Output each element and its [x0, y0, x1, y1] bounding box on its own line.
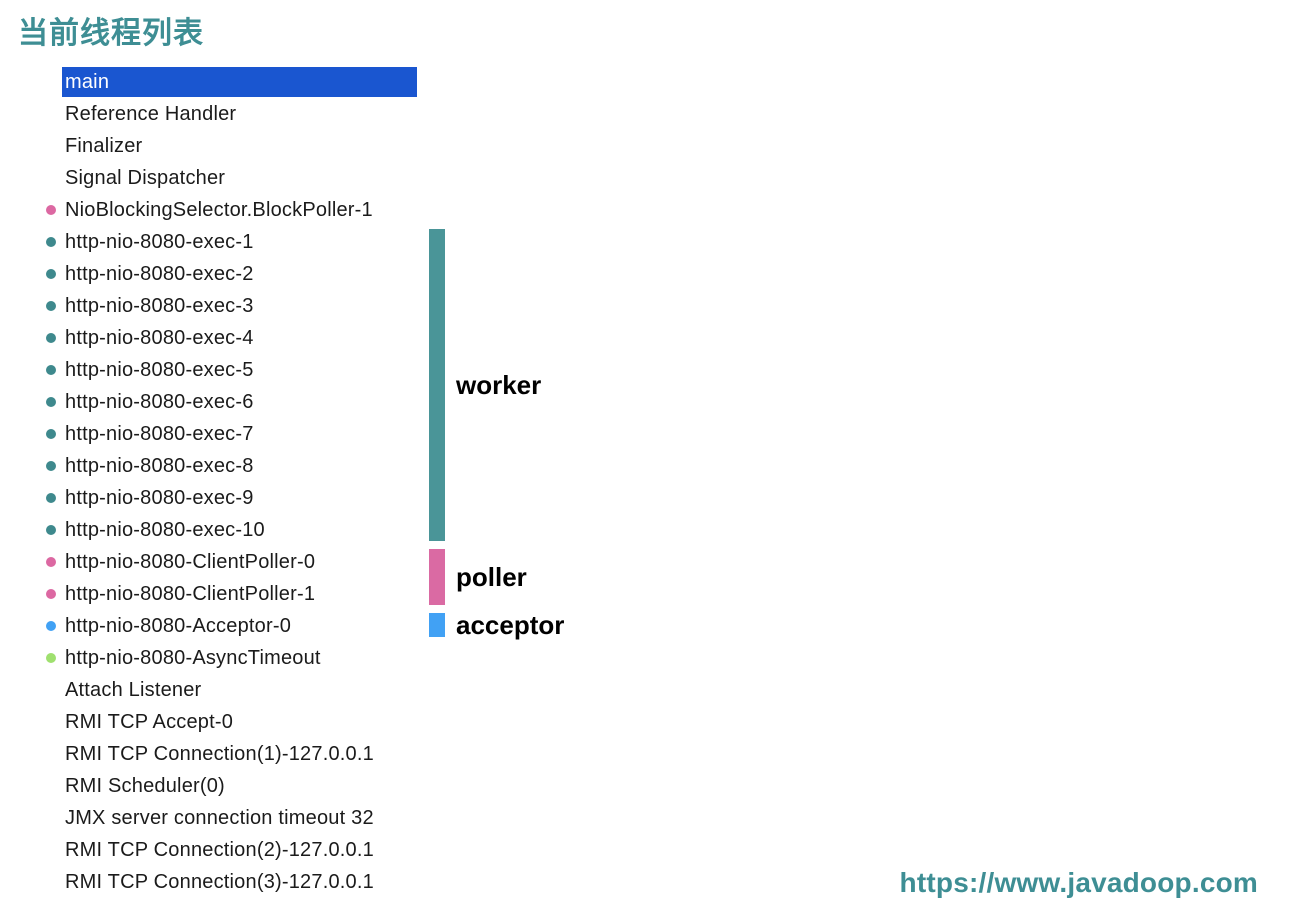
blue-status-dot-icon [46, 621, 56, 631]
thread-name: Attach Listener [65, 679, 202, 701]
teal-status-dot-icon [46, 461, 56, 471]
thread-row[interactable]: http-nio-8080-Acceptor-0 [0, 610, 700, 642]
thread-row[interactable]: http-nio-8080-exec-9 [0, 482, 700, 514]
thread-name: http-nio-8080-Acceptor-0 [65, 615, 292, 637]
thread-row[interactable]: RMI TCP Accept-0 [0, 706, 700, 738]
pink-status-dot-icon [46, 557, 56, 567]
thread-row[interactable]: Finalizer [0, 130, 700, 162]
teal-status-dot-icon [46, 493, 56, 503]
thread-name: http-nio-8080-exec-6 [65, 391, 254, 413]
poller-group-label: poller [456, 562, 527, 592]
thread-row[interactable]: RMI Scheduler(0) [0, 770, 700, 802]
thread-name: http-nio-8080-ClientPoller-1 [65, 583, 316, 605]
thread-name: http-nio-8080-exec-1 [65, 231, 254, 253]
page-title: 当前线程列表 [18, 17, 204, 50]
thread-name: http-nio-8080-exec-5 [65, 359, 254, 381]
thread-row[interactable]: Signal Dispatcher [0, 162, 700, 194]
thread-name: http-nio-8080-exec-8 [65, 455, 254, 477]
thread-row[interactable]: http-nio-8080-exec-4 [0, 322, 700, 354]
thread-name: RMI TCP Accept-0 [65, 711, 234, 733]
thread-row[interactable]: NioBlockingSelector.BlockPoller-1 [0, 194, 700, 226]
teal-status-dot-icon [46, 525, 56, 535]
thread-row[interactable]: JMX server connection timeout 32 [0, 802, 700, 834]
teal-status-dot-icon [46, 237, 56, 247]
worker-group-bar [429, 229, 445, 541]
teal-status-dot-icon [46, 333, 56, 343]
teal-status-dot-icon [46, 365, 56, 375]
acceptor-group-label: acceptor [456, 610, 565, 640]
thread-name: http-nio-8080-exec-3 [65, 295, 254, 317]
teal-status-dot-icon [46, 269, 56, 279]
thread-row[interactable]: http-nio-8080-exec-2 [0, 258, 700, 290]
thread-name: RMI Scheduler(0) [65, 775, 225, 797]
thread-name: http-nio-8080-AsyncTimeout [65, 647, 321, 669]
thread-row[interactable]: main [0, 66, 700, 98]
thread-row[interactable]: http-nio-8080-AsyncTimeout [0, 642, 700, 674]
thread-row[interactable]: http-nio-8080-exec-6 [0, 386, 700, 418]
thread-name: http-nio-8080-exec-10 [65, 519, 265, 541]
poller-group-bar [429, 549, 445, 605]
thread-name: NioBlockingSelector.BlockPoller-1 [65, 199, 373, 221]
thread-name: http-nio-8080-ClientPoller-0 [65, 551, 316, 573]
green-status-dot-icon [46, 653, 56, 663]
teal-status-dot-icon [46, 397, 56, 407]
worker-group-label: worker [456, 370, 542, 400]
thread-row[interactable]: RMI TCP Connection(3)-127.0.0.1 [0, 866, 700, 898]
thread-row[interactable]: http-nio-8080-exec-1 [0, 226, 700, 258]
watermark-link[interactable]: https://www.javadoop.com [899, 867, 1258, 898]
thread-name: Finalizer [65, 135, 143, 157]
thread-row[interactable]: Attach Listener [0, 674, 700, 706]
thread-name: Signal Dispatcher [65, 167, 226, 189]
thread-row[interactable]: http-nio-8080-exec-3 [0, 290, 700, 322]
teal-status-dot-icon [46, 301, 56, 311]
thread-name: JMX server connection timeout 32 [65, 807, 374, 829]
thread-row[interactable]: RMI TCP Connection(1)-127.0.0.1 [0, 738, 700, 770]
thread-name: RMI TCP Connection(3)-127.0.0.1 [65, 871, 374, 893]
acceptor-group-bar [429, 613, 445, 637]
thread-row[interactable]: http-nio-8080-exec-5 [0, 354, 700, 386]
thread-row[interactable]: http-nio-8080-exec-7 [0, 418, 700, 450]
thread-row[interactable]: http-nio-8080-exec-8 [0, 450, 700, 482]
thread-name: RMI TCP Connection(1)-127.0.0.1 [65, 743, 374, 765]
pink-status-dot-icon [46, 589, 56, 599]
thread-name: http-nio-8080-exec-7 [65, 423, 254, 445]
teal-status-dot-icon [46, 429, 56, 439]
thread-row[interactable]: RMI TCP Connection(2)-127.0.0.1 [0, 834, 700, 866]
thread-name: RMI TCP Connection(2)-127.0.0.1 [65, 839, 374, 861]
thread-row[interactable]: http-nio-8080-exec-10 [0, 514, 700, 546]
pink-status-dot-icon [46, 205, 56, 215]
thread-row[interactable]: http-nio-8080-ClientPoller-1 [0, 578, 700, 610]
thread-row[interactable]: Reference Handler [0, 98, 700, 130]
thread-row[interactable]: http-nio-8080-ClientPoller-0 [0, 546, 700, 578]
thread-name: http-nio-8080-exec-2 [65, 263, 254, 285]
thread-name: http-nio-8080-exec-4 [65, 327, 254, 349]
thread-name: Reference Handler [65, 103, 237, 125]
thread-name: http-nio-8080-exec-9 [65, 487, 254, 509]
thread-name: main [62, 67, 417, 97]
